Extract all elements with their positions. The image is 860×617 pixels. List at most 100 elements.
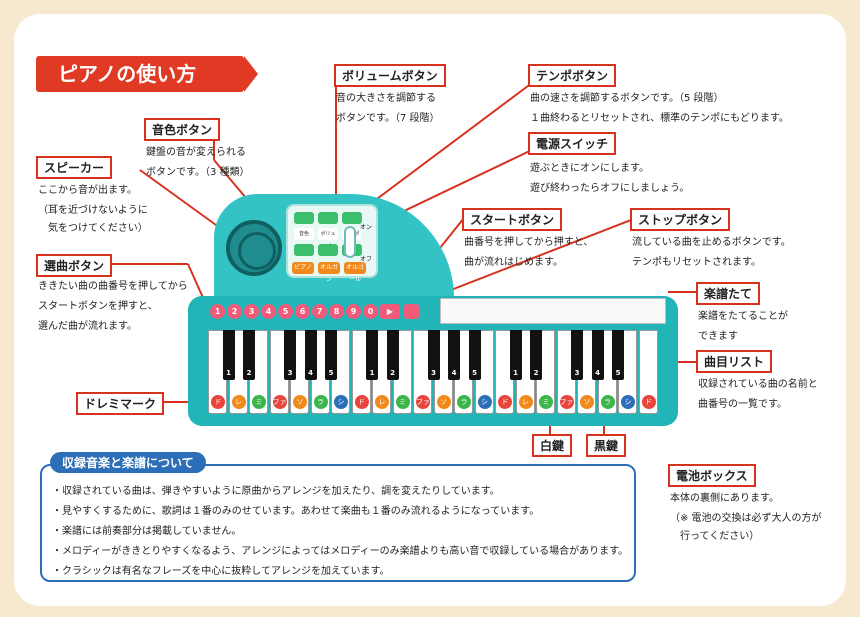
note-mark: シ [621,395,635,409]
start-button[interactable]: ▶ [380,304,400,319]
song-number-button[interactable]: 5 [278,304,293,319]
desc-tone-2: ボタンです。（3 種類） [146,167,250,178]
desc-stop-2: テンポもリセットされます。 [632,257,761,268]
label-stop: ストップボタン [630,208,731,231]
volume-down-button[interactable] [318,244,338,256]
notes-box [40,464,636,582]
white-key[interactable]: ド [208,330,227,414]
label-black-key: 黒鍵 [586,434,627,457]
tone-down-button[interactable] [294,244,314,256]
desc-tempo-1: 曲の速さを調節するボタンです。（5 段階） [530,93,724,104]
white-key[interactable]: ファ [413,330,432,414]
white-key[interactable]: ド [495,330,514,414]
note-mark: ド [641,395,656,409]
song-list-sheet [440,298,666,324]
black-key[interactable]: 3 [284,330,296,380]
black-key[interactable]: 3 [571,330,583,380]
label-tone: 音色ボタン [144,118,221,141]
note-mark: ソ [436,395,451,409]
black-key[interactable]: 2 [243,330,255,380]
label-stand: 楽譜たて [696,282,761,305]
tone-musicbox-button[interactable]: オルゴール [344,262,366,283]
note-mark: ラ [457,395,471,409]
black-key-number: 2 [533,369,539,377]
power-switch[interactable] [344,226,356,258]
song-number-button[interactable]: 8 [329,304,344,319]
note-mark: レ [375,395,389,409]
volume-up-button[interactable] [318,212,338,224]
black-key-number: 2 [390,369,395,377]
label-song-select: 選曲ボタン [36,254,113,277]
desc-stop-1: 流している曲を止めるボタンです。 [632,237,791,248]
desc-tempo-2: １曲終わるとリセットされ、標準のテンポにもどります。 [530,113,789,124]
black-key-number: 1 [513,369,518,377]
tone-up-button[interactable] [294,212,314,224]
black-key[interactable]: 2 [530,330,542,380]
label-doremi: ドレミマーク [76,392,165,415]
note-mark: ミ [395,395,410,409]
song-number-button[interactable]: 7 [312,304,327,319]
black-key[interactable]: 3 [427,330,440,380]
black-key[interactable]: 4 [448,330,460,380]
song-number-button[interactable]: 4 [261,304,276,319]
white-key[interactable]: ファ [269,330,289,414]
notes-heading: 収録音楽と楽譜について [50,452,206,473]
label-tempo: テンポボタン [528,64,617,87]
song-number-button[interactable]: 0 [363,304,378,319]
note-mark: ファ [559,395,574,409]
tempo-up-button[interactable] [342,212,362,224]
note-mark: レ [518,395,533,409]
desc-volume-1: 音の大きさを調節する [336,93,436,104]
desc-song-select-2: スタートボタンを押すと、 [38,301,158,312]
black-key[interactable]: 4 [304,330,317,380]
white-key[interactable]: ド [638,330,658,414]
note-mark: ド [211,395,225,409]
desc-speaker-3: 気をつけてください） [38,223,148,234]
song-number-button[interactable]: 9 [346,304,361,319]
desc-stand-1: 楽譜をたてることが [698,311,788,322]
label-speaker: スピーカー [36,156,113,179]
black-key-number: 5 [615,369,621,377]
black-key[interactable]: 2 [386,330,399,380]
black-key[interactable]: 5 [468,330,481,380]
desc-song-list-2: 曲番号の一覧です。 [698,399,787,410]
note-item: ・楽譜には前奏部分は掲載していません。 [52,526,242,537]
note-mark: ファ [272,395,287,409]
song-number-button[interactable]: 6 [295,304,310,319]
label-volume: ボリュームボタン [334,64,446,87]
song-number-buttons: 1 2 3 4 5 6 7 8 9 0 [210,304,422,320]
song-number-button[interactable]: 2 [227,304,242,319]
black-key[interactable]: 5 [612,330,624,380]
note-item: ・収録されている曲は、弾きやすいように原曲からアレンジを加えたり、調を変えたりし… [52,486,500,497]
stop-button[interactable] [404,304,419,319]
control-panel: 音色 ボリューム テンポ ピアノ オルガン オルゴール [286,204,378,283]
desc-speaker-1: ここから音が出ます。 [38,185,137,196]
note-mark: シ [334,395,348,409]
label-white-key: 白鍵 [532,434,573,457]
panel-label-volume: ボリューム [318,228,338,249]
black-key-number: 3 [431,369,436,377]
label-power: 電源スイッチ [528,132,617,155]
tone-organ-button[interactable]: オルガン [318,262,340,283]
desc-battery-3: 行ってください） [670,531,760,542]
black-key[interactable]: 1 [509,330,522,380]
note-item: ・見やすくするために、歌詞は１番のみのせています。あわせて楽曲も１番のみ流れるよ… [52,506,540,517]
tone-piano-button[interactable]: ピアノ [292,262,314,274]
desc-speaker-2: （耳を近づけないように [38,205,148,216]
note-mark: ド [498,395,512,409]
white-key[interactable]: ファ [556,330,576,414]
note-mark: レ [231,395,246,409]
black-key[interactable]: 5 [325,330,337,380]
note-mark: ソ [293,395,307,409]
black-key[interactable]: 4 [591,330,604,380]
desc-start-1: 曲番号を押してから押すと、 [464,237,594,248]
desc-volume-2: ボタンです。（7 段階） [336,113,440,124]
black-key[interactable]: 1 [366,330,378,380]
black-key-number: 5 [472,369,477,377]
note-item: ・クラシックは有名なフレーズを中心に抜粋してアレンジを加えています。 [52,566,390,577]
song-number-button[interactable]: 3 [244,304,259,319]
song-number-button[interactable]: 1 [210,304,225,319]
black-key[interactable]: 1 [222,330,235,380]
note-mark: ミ [539,395,553,409]
